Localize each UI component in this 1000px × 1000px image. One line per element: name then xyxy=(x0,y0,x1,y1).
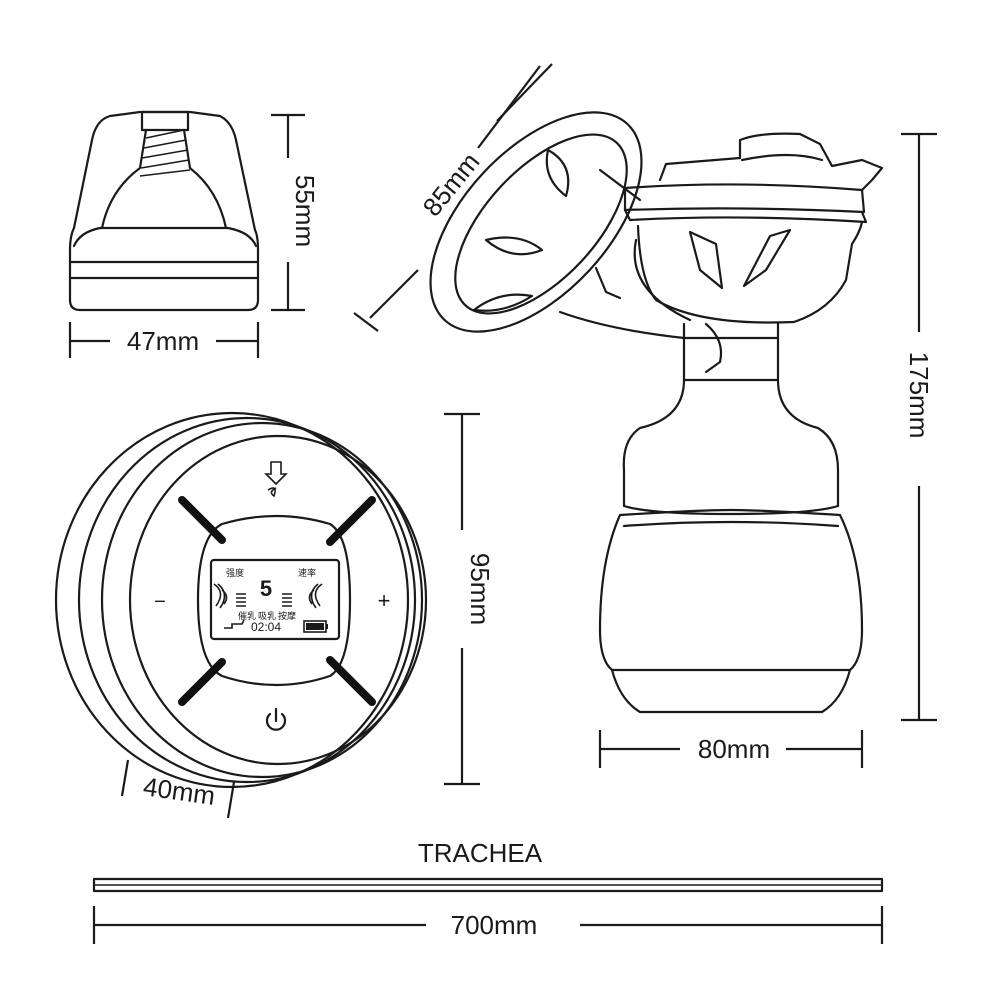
base-stand-drawing xyxy=(68,110,260,312)
lcd-mode-label-1: 催乳 xyxy=(238,610,256,621)
trachea-drawing: TRACHEA xyxy=(92,838,884,893)
controller-depth-dimension: 40mm xyxy=(120,759,236,819)
lcd-speed-label: 速率 xyxy=(298,567,316,578)
power-icon xyxy=(265,707,287,731)
lcd-screen: 强度 速率 5 催乳 吸乳 按摩 02:04 xyxy=(209,558,341,641)
trachea-label: TRACHEA xyxy=(418,838,543,868)
controller-diameter-label: 95mm xyxy=(465,553,495,625)
minus-symbol: − xyxy=(154,591,166,613)
lcd-mode-label-3: 按摩 xyxy=(278,610,296,621)
base-height-dimension: 55mm xyxy=(271,113,320,312)
flange-diameter-dimension: 85mm xyxy=(353,63,553,332)
controller-diameter-dimension: 95mm xyxy=(444,412,495,786)
lcd-timer: 02:04 xyxy=(251,620,281,634)
pump-mode-button[interactable] xyxy=(264,461,288,498)
flange-diameter-label: 85mm xyxy=(417,147,486,222)
lcd-mode-label-2: 吸乳 xyxy=(258,610,276,621)
increase-button[interactable]: + xyxy=(378,588,391,613)
pump-body-drawing xyxy=(429,111,884,714)
bottle-width-dimension: 80mm xyxy=(598,730,864,768)
controller-drawing xyxy=(54,411,428,789)
base-width-dimension: 47mm xyxy=(68,322,260,358)
base-width-label: 47mm xyxy=(127,326,199,356)
lcd-intensity-wave-icon xyxy=(213,583,228,609)
lcd-plug-icon xyxy=(224,619,245,629)
plus-symbol: + xyxy=(378,588,391,613)
trachea-length-label: 700mm xyxy=(451,910,538,940)
lcd-level-digit: 5 xyxy=(260,576,272,601)
total-height-dimension: 175mm xyxy=(901,132,937,722)
lcd-speed-wave-icon xyxy=(308,583,323,609)
lcd-intensity-label: 强度 xyxy=(226,567,244,578)
lcd-level-bars-icon xyxy=(236,593,292,607)
bottle-width-label: 80mm xyxy=(698,734,770,764)
power-button[interactable] xyxy=(265,707,287,731)
trachea-length-dimension: 700mm xyxy=(92,906,884,944)
base-height-label: 55mm xyxy=(290,175,320,247)
pump-mode-icon xyxy=(264,461,288,498)
lcd-battery-icon xyxy=(303,620,328,633)
decrease-button[interactable]: − xyxy=(154,591,166,613)
total-height-label: 175mm xyxy=(904,352,934,439)
